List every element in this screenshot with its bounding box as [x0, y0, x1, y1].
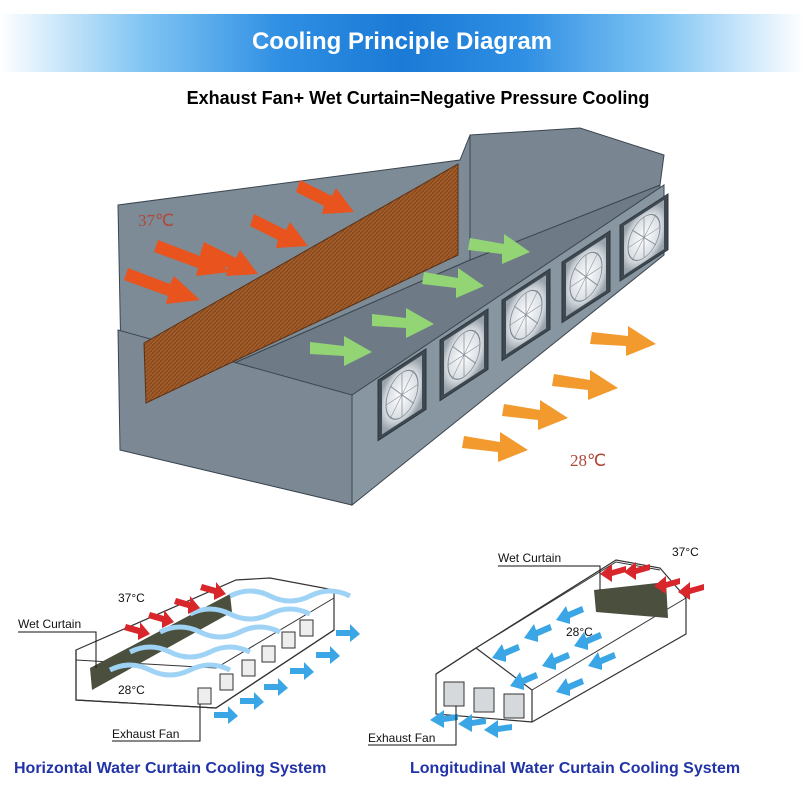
- exhaust-fan-label: Exhaust Fan: [112, 727, 179, 741]
- arrow-icon: [154, 240, 230, 276]
- arrow-icon: [124, 268, 200, 304]
- leader-line: [368, 706, 457, 746]
- hot-air-arrows: [124, 582, 226, 640]
- horizontal-system-diagram: 37°C 28°C Wet Curtain Exhaust Fan: [18, 577, 360, 742]
- temp-inlet-label: 37°C: [118, 591, 145, 605]
- arrow-icon: [462, 432, 528, 462]
- cool-air-arrows: [310, 234, 530, 366]
- page-title: Cooling Principle Diagram: [251, 28, 553, 55]
- temp-outlet-label: 28°C: [566, 625, 593, 639]
- wet-curtain-label: Wet Curtain: [18, 617, 81, 631]
- exhaust-fan-icon: [219, 673, 234, 691]
- arrow-icon: [422, 268, 484, 298]
- temp-inlet-label: 37°C: [672, 545, 699, 559]
- arrow-icon: [468, 234, 530, 264]
- arrow-icon: [200, 242, 258, 276]
- arrow-icon: [590, 326, 656, 356]
- arrow-icon: [310, 336, 372, 366]
- temp-outlet-label: 28℃: [570, 451, 606, 470]
- leader-line: [112, 704, 201, 742]
- diagram-subtitle: Exhaust Fan+ Wet Curtain=Negative Pressu…: [186, 88, 650, 108]
- temp-outlet-label: 28°C: [118, 683, 145, 697]
- arrow-icon: [502, 400, 568, 430]
- title-banner: [0, 14, 804, 72]
- arrow-icon: [372, 308, 434, 338]
- leader-line: [498, 565, 601, 590]
- hot-air-arrows: [124, 180, 354, 304]
- hot-air-arrows: [600, 562, 704, 600]
- exhaust-fan-icon: [503, 693, 525, 719]
- wet-curtain-pad: [594, 582, 668, 618]
- indoor-airflow-arrows: [430, 606, 616, 738]
- exhaust-fan-icon: [299, 619, 314, 637]
- exhaust-fan-icon: [473, 687, 495, 713]
- leader-line: [18, 631, 97, 668]
- main-greenhouse-diagram: 37℃ 28℃: [117, 127, 669, 507]
- wet-curtain-pad: [143, 163, 459, 404]
- exhaust-fan-icon: [241, 659, 256, 677]
- exhaust-fan-icon: [443, 681, 465, 707]
- airflow-waves: [108, 588, 352, 678]
- outflow-arrows: [214, 624, 360, 724]
- exhaust-fan-icon: [261, 645, 276, 663]
- arrow-icon: [250, 214, 308, 248]
- arrow-icon: [296, 180, 354, 214]
- temp-inlet-label: 37℃: [138, 211, 174, 230]
- longitudinal-system-diagram: 37°C 28°C Wet Curtain Exhaust Fan: [368, 545, 704, 746]
- arrow-icon: [552, 370, 618, 400]
- wet-curtain-label: Wet Curtain: [498, 551, 561, 565]
- exhaust-fan-icon: [197, 687, 212, 705]
- exhaust-fan-icon: [281, 631, 296, 649]
- outflow-arrows: [462, 326, 656, 462]
- horizontal-system-caption: Horizontal Water Curtain Cooling System: [14, 760, 327, 777]
- longitudinal-system-caption: Longitudinal Water Curtain Cooling Syste…: [410, 760, 741, 777]
- exhaust-fan-label: Exhaust Fan: [368, 731, 435, 745]
